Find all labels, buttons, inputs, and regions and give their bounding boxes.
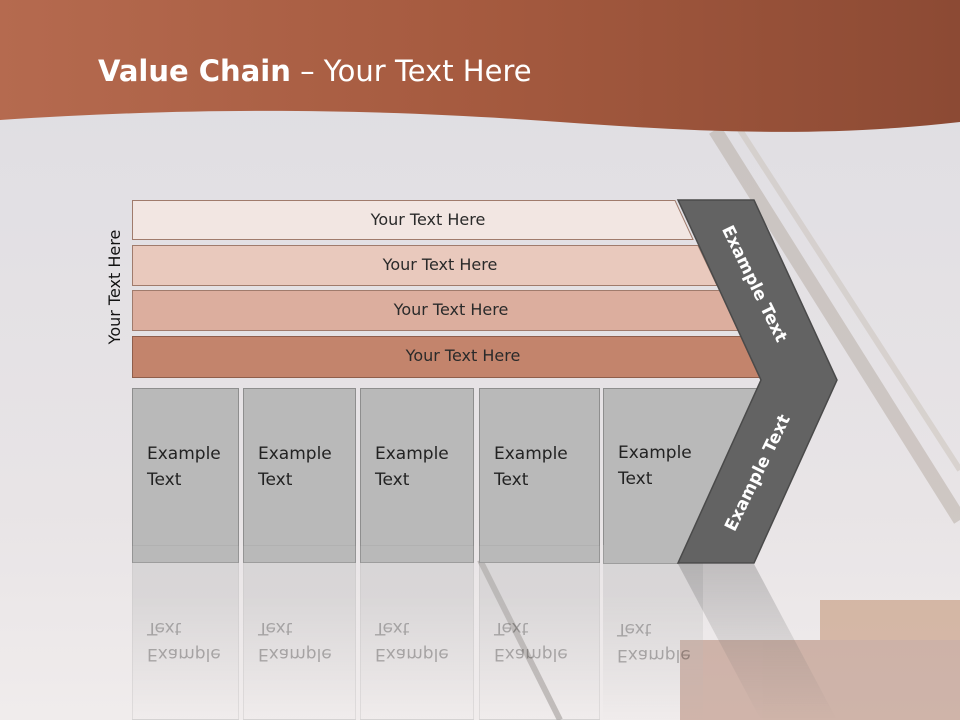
box-4: Example Text [479,388,600,563]
row-2-label: Your Text Here [382,255,498,274]
box-3-reflection-label: Example Text [375,618,449,664]
box-5: Example Text [603,388,703,563]
chevron-reflection [678,564,837,720]
box-2-label: Example Text [258,444,332,490]
box-1: Example Text [132,388,239,563]
box-1-label: Example Text [147,444,221,490]
box-1-reflection-label: Example Text [147,618,221,664]
side-label: Your Text Here [105,229,124,345]
row-1-shape [132,200,694,240]
box-3-label: Example Text [375,444,449,490]
box-4-reflection: Example Text [479,545,600,720]
chevron-arrow [676,199,838,564]
box-2-reflection-label: Example Text [258,618,332,664]
row-4-label: Your Text Here [405,346,521,365]
row-2: Your Text Here [132,245,718,286]
row-1: Your Text Here [132,200,694,240]
box-5-label: Example Text [618,443,692,489]
title-bold: Value Chain [98,54,291,88]
title-rest: – Your Text Here [290,54,532,88]
background-masts [477,126,960,720]
box-1-reflection: Example Text [132,545,239,720]
box-2: Example Text [243,388,356,563]
box-4-label: Example Text [494,444,568,490]
box-3: Example Text [360,388,474,563]
row-1-label: Your Text Here [370,210,486,229]
row-4: Your Text Here [132,336,764,378]
header-band [0,0,960,132]
box-2-reflection: Example Text [243,545,356,720]
box-4-reflection-label: Example Text [494,618,568,664]
box-3-reflection: Example Text [360,545,474,720]
row-3-label: Your Text Here [393,300,509,319]
slide-title: Value Chain – Your Text Here [98,54,532,88]
row-3: Your Text Here [132,290,740,331]
